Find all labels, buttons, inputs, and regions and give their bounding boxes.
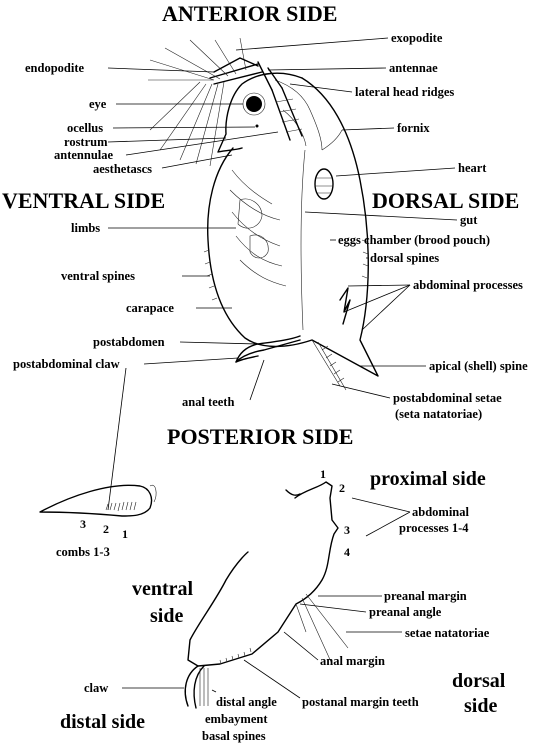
label-combs: combs 1-3 [56, 545, 110, 559]
process-number-1: 1 [320, 467, 326, 481]
label-lateral-head-ridges: lateral head ridges [355, 85, 454, 99]
label-apical-spine: apical (shell) spine [429, 359, 528, 373]
label-anal-margin: anal margin [320, 654, 385, 668]
eye-shape [246, 96, 262, 112]
label-heart: heart [458, 161, 487, 175]
process-number-2: 2 [339, 481, 345, 495]
heading-dorsal: DORSAL SIDE [372, 188, 519, 213]
label-preanal-angle: preanal angle [369, 605, 442, 619]
label-rostrum: rostrum [64, 135, 108, 149]
label-preanal-margin: preanal margin [384, 589, 467, 603]
label-limbs: limbs [71, 221, 100, 235]
postabdomen-detail-outline [187, 481, 339, 667]
label-abdominal-processes-1: abdominal [412, 505, 469, 519]
label-dorsal-spines: dorsal spines [370, 251, 439, 265]
label-ventral-side-2: side [150, 605, 183, 627]
body-annotations: exopodite endopodite antennae lateral he… [13, 31, 528, 511]
label-ocellus: ocellus [67, 121, 103, 135]
claw-detail-shape [39, 484, 153, 517]
heart-shape [314, 168, 334, 200]
claw-detail: 3 2 1 combs 1-3 [39, 484, 157, 559]
label-basal-spines: basal spines [202, 729, 266, 743]
label-postabdomen: postabdomen [93, 335, 165, 349]
label-antennulae: antennulae [54, 148, 113, 162]
claw-tip [184, 665, 205, 709]
label-carapace: carapace [126, 301, 174, 315]
label-dorsal-side-1: dorsal [452, 670, 506, 692]
comb-number-1: 1 [122, 527, 128, 541]
label-ventral-side-1: ventral [132, 578, 194, 600]
heading-anterior: ANTERIOR SIDE [162, 1, 337, 26]
label-postanal-margin-teeth: postanal margin teeth [302, 695, 419, 709]
label-proximal-side: proximal side [370, 468, 486, 490]
label-abdominal-processes-2: processes 1-4 [399, 521, 469, 535]
label-seta-natatoriae: (seta natatoriae) [395, 407, 482, 421]
label-endopodite: endopodite [25, 61, 84, 75]
label-embayment: embayment [205, 712, 268, 726]
postabdomen-annotations: proximal side 1 2 3 4 abdominal processe… [60, 467, 506, 743]
label-aesthetascs: aesthetascs [93, 162, 152, 176]
label-setae-natatoriae: setae natatoriae [405, 626, 490, 640]
comb-number-2: 2 [103, 522, 109, 536]
label-exopodite: exopodite [391, 31, 443, 45]
postabdomen-shape [235, 335, 301, 363]
label-distal-angle: distal angle [216, 695, 277, 709]
limbs-shape [229, 169, 287, 287]
postabdomen-detail [184, 481, 349, 709]
label-postabdominal-setae: postabdominal setae [393, 391, 502, 405]
gut-shape [300, 149, 306, 331]
label-eye: eye [89, 97, 107, 111]
label-fornix: fornix [397, 121, 430, 135]
label-claw: claw [84, 681, 108, 695]
label-dorsal-side-2: side [464, 695, 497, 717]
label-gut: gut [460, 213, 478, 227]
heading-posterior: POSTERIOR SIDE [167, 424, 353, 449]
heading-ventral: VENTRAL SIDE [2, 188, 165, 213]
label-eggs-chamber: eggs chamber (brood pouch) [338, 233, 490, 247]
process-number-3: 3 [344, 523, 350, 537]
process-number-4: 4 [344, 545, 350, 559]
daphnia-body-drawing [148, 37, 379, 391]
carapace-outline [207, 77, 379, 377]
label-distal-side: distal side [60, 711, 145, 733]
label-postabdominal-claw: postabdominal claw [13, 357, 120, 371]
label-ventral-spines: ventral spines [61, 269, 135, 283]
label-abdominal-processes: abdominal processes [413, 278, 523, 292]
comb-number-3: 3 [80, 517, 86, 531]
label-antennae: antennae [389, 61, 438, 75]
label-anal-teeth: anal teeth [182, 395, 234, 409]
